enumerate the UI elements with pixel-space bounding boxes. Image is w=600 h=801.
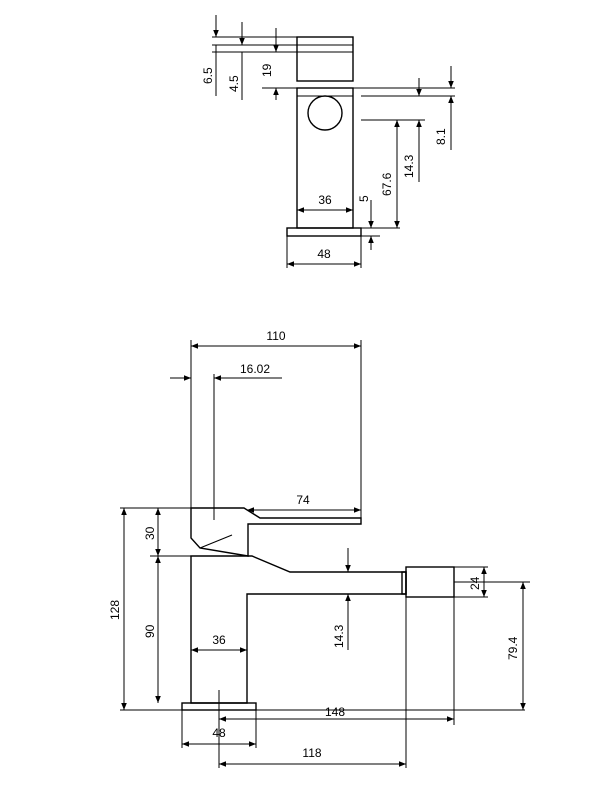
- base-plate: [286, 227, 362, 237]
- side-view-dimensions: 110 16.02 74 30 128 90 36 14.3: [108, 329, 530, 768]
- dim-label-110: 110: [266, 329, 285, 343]
- body: [296, 87, 354, 229]
- dim-label-8-1: 8.1: [434, 128, 448, 145]
- spout-circle: [307, 95, 343, 131]
- dim-label-48: 48: [317, 247, 331, 261]
- side-view: 110 16.02 74 30 128 90 36 14.3: [108, 329, 530, 768]
- dim-label-6-5: 6.5: [201, 67, 215, 84]
- dim-label-79-4: 79.4: [506, 636, 520, 660]
- dim-label-4-5: 4.5: [227, 75, 241, 92]
- dim-label-67-6: 67.6: [380, 172, 394, 196]
- dim-label-128: 128: [108, 600, 122, 620]
- dim-label-90: 90: [143, 624, 157, 638]
- dim-label-24: 24: [468, 576, 482, 590]
- dim-label-19: 19: [260, 63, 274, 77]
- dim-label-14-3: 14.3: [332, 624, 346, 648]
- dim-label-30: 30: [143, 526, 157, 540]
- top-view: 6.5 4.5 19 8.1 14.3 67.6 5 36: [201, 15, 455, 268]
- dim-label-5: 5: [357, 195, 371, 202]
- side-view-outline: [181, 507, 455, 711]
- handle-block: [296, 36, 354, 82]
- spout-ring: [401, 571, 407, 595]
- dim-label-36: 36: [318, 193, 332, 207]
- top-view-dimensions: 6.5 4.5 19 8.1 14.3 67.6 5 36: [201, 15, 455, 268]
- dim-label-14-3: 14.3: [402, 154, 416, 178]
- hinge-line: [199, 534, 233, 549]
- top-view-outline: [286, 36, 362, 237]
- dim-label-16-02: 16.02: [240, 362, 270, 376]
- dim-label-48: 48: [212, 726, 226, 740]
- dim-label-148: 148: [325, 705, 345, 719]
- handle-lever: [190, 507, 362, 557]
- body: [190, 555, 407, 704]
- dim-label-36: 36: [212, 633, 226, 647]
- spout-cap: [405, 566, 455, 598]
- dim-label-74: 74: [296, 493, 310, 507]
- dim-label-118: 118: [302, 746, 321, 760]
